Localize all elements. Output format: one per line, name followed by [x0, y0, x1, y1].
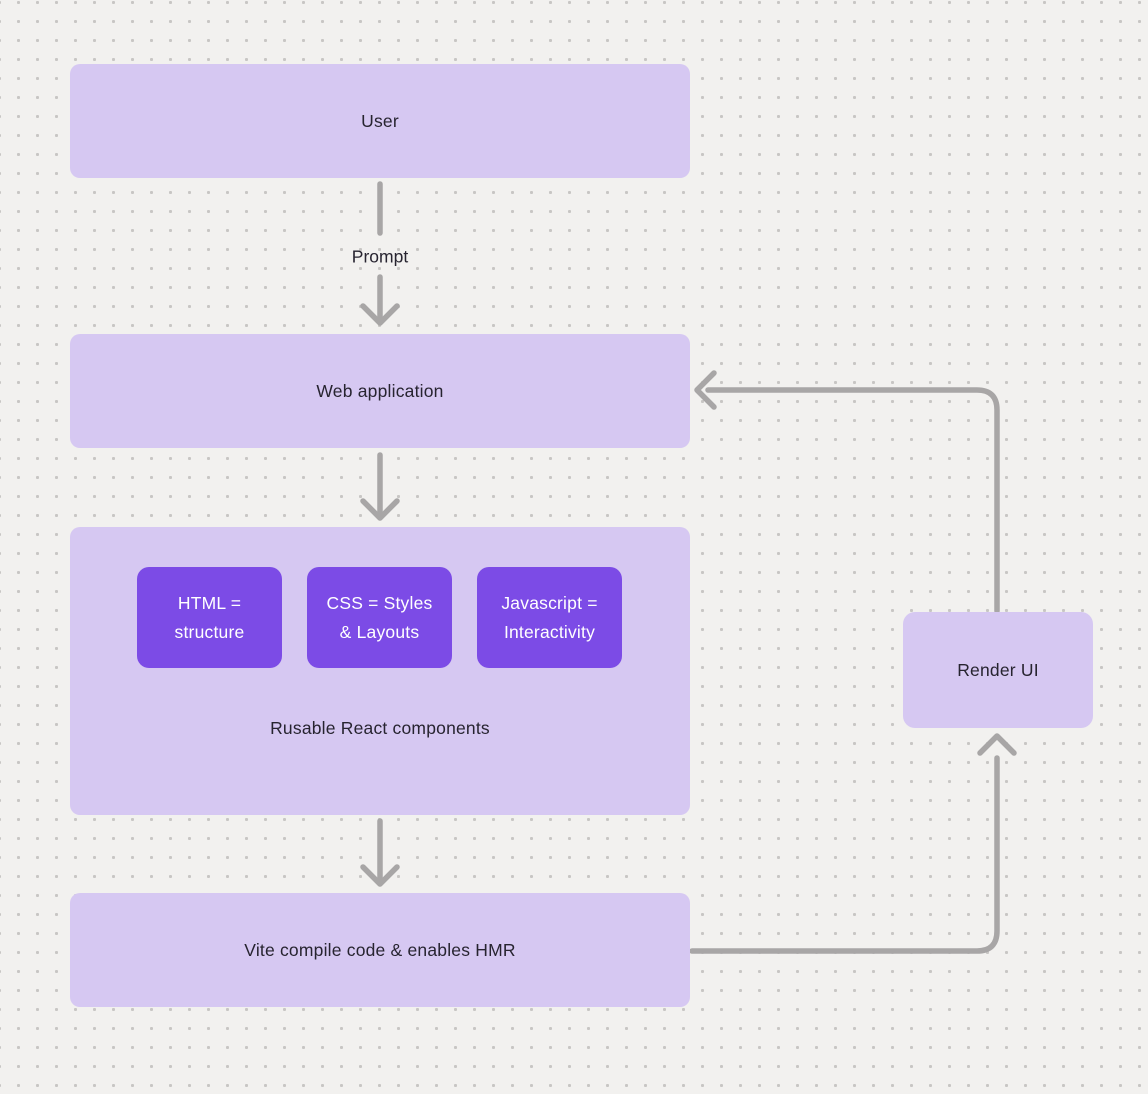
- node-javascript-interactivity-label: Javascript = Interactivity: [501, 592, 598, 642]
- node-html-structure: HTML = structure: [137, 567, 282, 668]
- node-render-ui-label: Render UI: [957, 659, 1039, 680]
- edge-vite-to-renderui: [689, 755, 1000, 954]
- components-group-caption: Rusable React components: [270, 718, 490, 738]
- arrowhead-left-icon: [694, 370, 717, 410]
- node-css-styles: CSS = Styles & Layouts: [307, 567, 452, 668]
- node-vite-label: Vite compile code & enables HMR: [244, 939, 516, 960]
- arrowhead-up-icon: [977, 733, 1017, 756]
- node-user-label: User: [361, 110, 399, 131]
- node-web-application-label: Web application: [316, 380, 444, 401]
- node-css-styles-label: CSS = Styles & Layouts: [326, 592, 433, 642]
- node-html-structure-label: HTML = structure: [174, 592, 245, 642]
- node-vite: Vite compile code & enables HMR: [70, 893, 690, 1007]
- arrowhead-down-icon: [360, 498, 400, 521]
- edge-label-prompt: Prompt: [351, 246, 409, 267]
- node-web-application: Web application: [70, 334, 690, 448]
- edge-renderui-to-webapp: [705, 387, 1000, 614]
- arrowhead-down-icon: [360, 303, 400, 326]
- arrowhead-down-icon: [360, 864, 400, 887]
- node-user: User: [70, 64, 690, 178]
- node-components-group: HTML = structure CSS = Styles & Layouts …: [70, 527, 690, 815]
- node-javascript-interactivity: Javascript = Interactivity: [477, 567, 622, 668]
- node-render-ui: Render UI: [903, 612, 1093, 728]
